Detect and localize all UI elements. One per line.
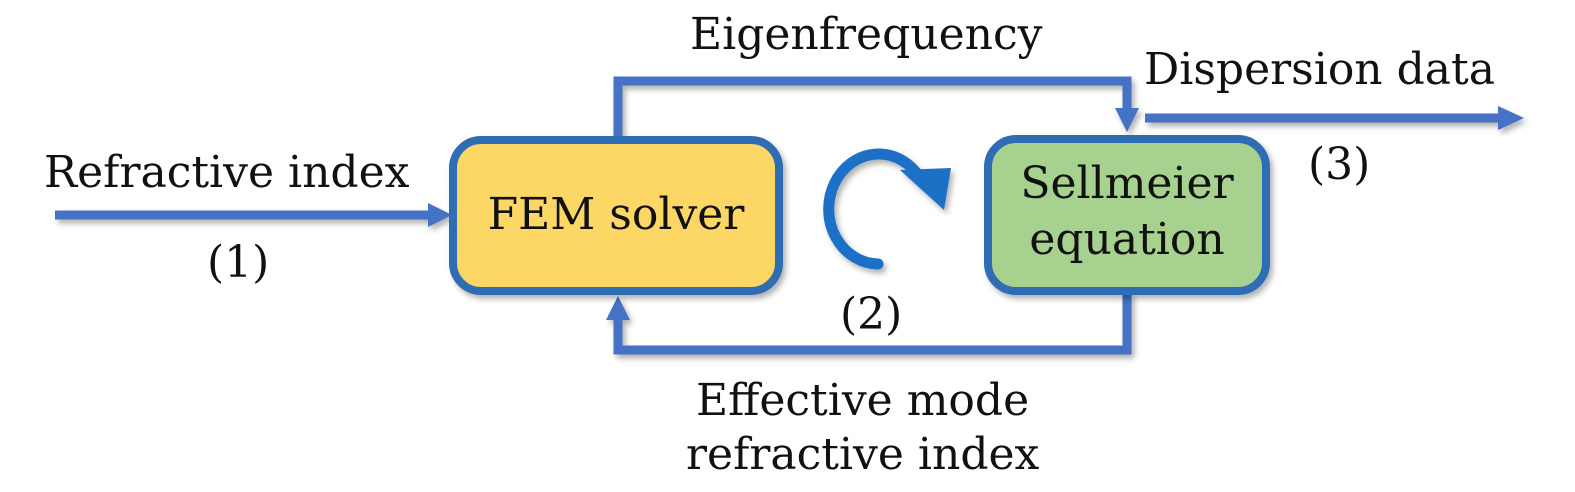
fem-solver-label: FEM solver xyxy=(487,189,745,240)
sellmeier-label-line2: equation xyxy=(1029,214,1225,265)
feedback-label-line1: Effective mode xyxy=(696,375,1030,426)
eigenfrequency-label: Eigenfrequency xyxy=(690,9,1043,60)
fem-solver-box xyxy=(449,136,783,295)
output-arrow xyxy=(1145,106,1524,130)
output-label: Dispersion data xyxy=(1144,44,1495,95)
step-1-label: (1) xyxy=(207,237,270,288)
step-3-label: (3) xyxy=(1308,139,1371,190)
input-label: Refractive index xyxy=(44,147,410,198)
clockwise-cycle-icon xyxy=(823,148,951,270)
sellmeier-label-line1: Sellmeier xyxy=(1020,158,1234,209)
eigenfrequency-arrow xyxy=(613,76,1139,140)
sellmeier-box xyxy=(984,135,1270,295)
feedback-label-line2: refractive index xyxy=(686,429,1040,480)
feedback-arrow xyxy=(606,292,1132,355)
step-2-label: (2) xyxy=(840,289,903,340)
input-arrow xyxy=(55,203,452,227)
